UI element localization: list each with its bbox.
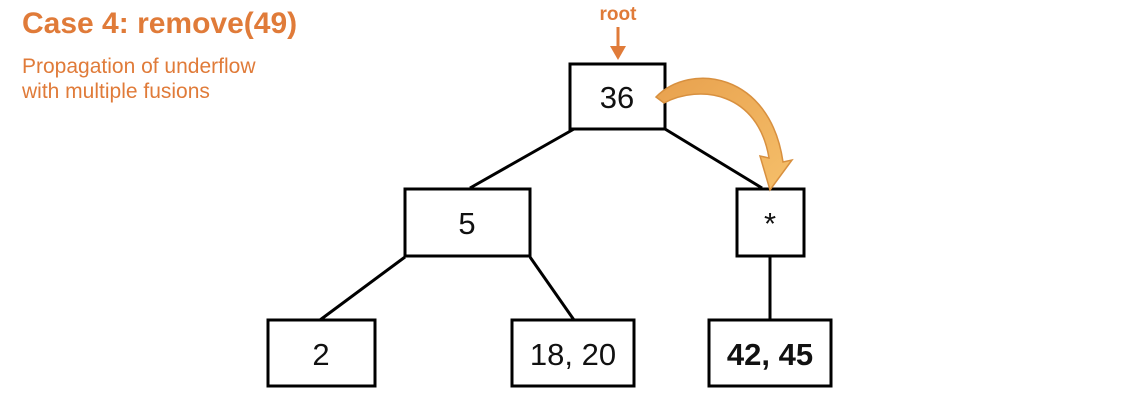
slide-title: Case 4: remove(49)	[22, 7, 298, 40]
node-right-child-label: 42, 45	[727, 337, 813, 372]
node-left-left-label: 2	[312, 337, 329, 372]
node-left-label: 5	[458, 206, 475, 241]
subtitle-line-1: Propagation of underflow	[22, 55, 256, 78]
edge-left-leftright	[528, 256, 576, 321]
node-root-label: 36	[600, 80, 634, 115]
node-left-right: 18, 20	[510, 318, 636, 388]
move-curve-arrow	[654, 77, 794, 192]
edge-root-right	[664, 127, 763, 190]
node-left-left: 2	[266, 318, 377, 388]
edge-root-left	[469, 127, 575, 190]
root-arrow-head	[610, 46, 626, 60]
node-right: *	[735, 187, 806, 258]
root-marker: root	[600, 4, 638, 60]
node-left: 5	[403, 187, 532, 258]
node-right-child: 42, 45	[707, 318, 833, 388]
slide-subtitle: Propagation of underflow with multiple f…	[22, 54, 256, 104]
node-root: 36	[568, 62, 667, 131]
root-marker-label: root	[600, 4, 638, 25]
edge-left-leftleft	[319, 255, 406, 322]
subtitle-line-2: with multiple fusions	[22, 80, 210, 103]
node-left-right-label: 18, 20	[530, 337, 616, 372]
node-right-label: *	[764, 206, 776, 241]
